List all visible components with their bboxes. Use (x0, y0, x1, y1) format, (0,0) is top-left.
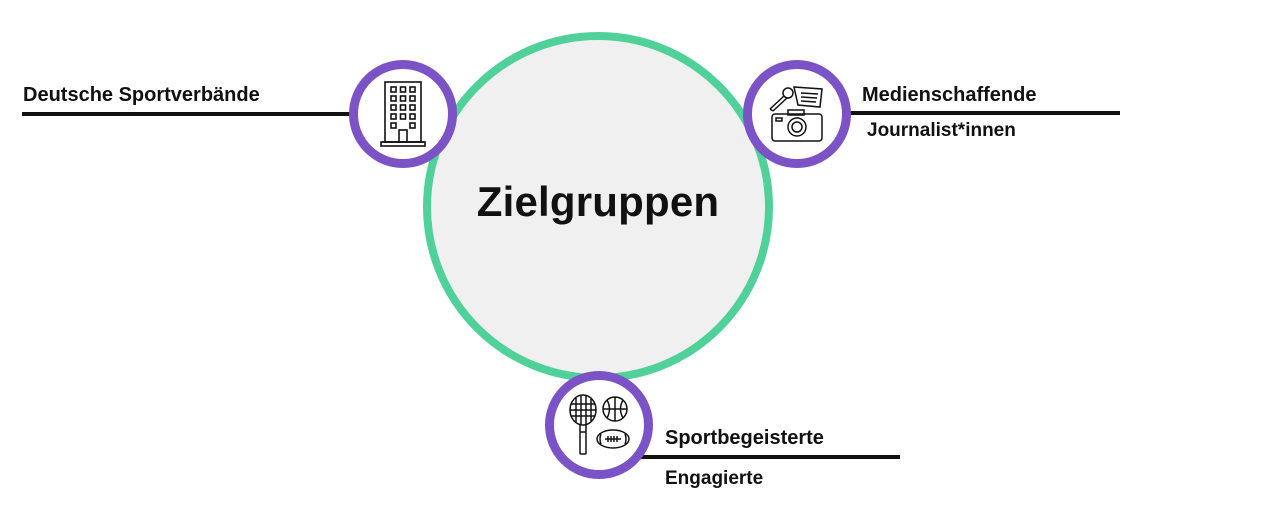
label-sport: Sportbegeisterte (665, 427, 824, 449)
label-medien: Medienschaffende (862, 84, 1037, 106)
sublabel-sport: Engagierte (665, 468, 764, 489)
medien-node (743, 60, 851, 168)
verbaende-node (349, 60, 457, 168)
sublabel-medien: Journalist*innen (867, 120, 1016, 141)
connector-line-sport (640, 455, 900, 459)
diagram-title: Zielgruppen (476, 178, 720, 225)
label-verbaende: Deutsche Sportverbände (23, 84, 260, 106)
center-circle (423, 32, 773, 382)
media-icon (769, 86, 823, 142)
sports-equipment-icon (569, 394, 630, 455)
sport-node (545, 371, 653, 479)
connector-line-medien (840, 111, 1120, 115)
connector-line-verbaende (22, 112, 362, 116)
building-icon (380, 81, 426, 147)
